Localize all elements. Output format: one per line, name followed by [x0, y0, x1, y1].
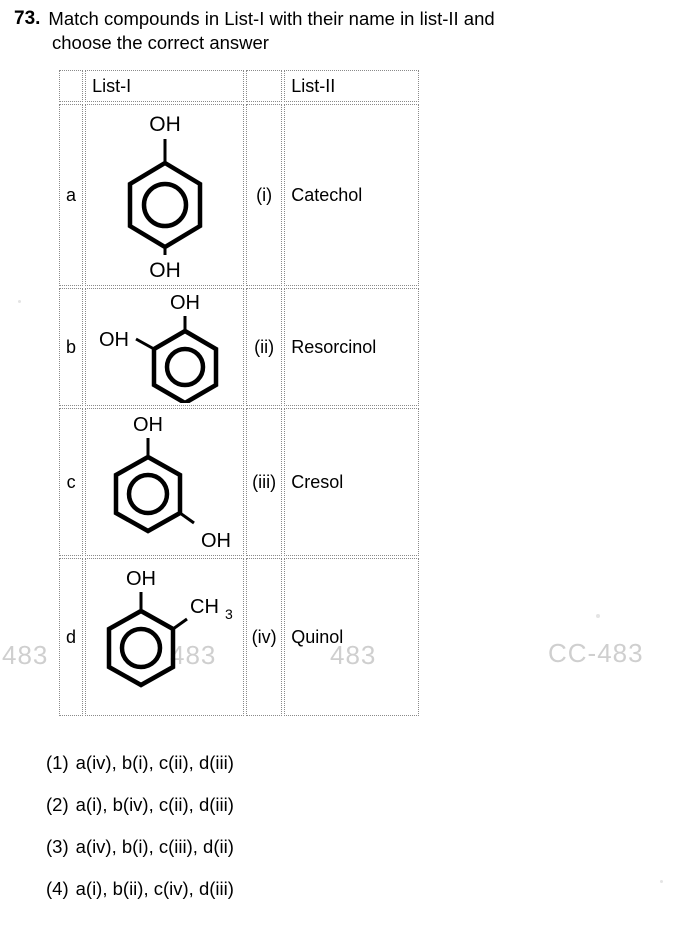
header-cell-blank-roman — [246, 70, 283, 102]
structure-label-oh-left: OH — [99, 329, 129, 351]
scan-speck — [18, 300, 21, 303]
structure-cell-resorcinol: OH OH — [85, 408, 245, 556]
resorcinol-structure-icon: OH OH — [113, 414, 231, 552]
list2-name-resorcinol: Resorcinol — [284, 288, 419, 406]
structure-label-oh-bottom: OH — [149, 259, 181, 281]
header-cell-list-1: List-I — [85, 70, 245, 102]
roman-numeral-ii: (ii) — [246, 288, 283, 406]
structure-label-oh-lower-right: OH — [201, 530, 231, 552]
answer-option-3-number: (3) — [46, 836, 69, 857]
roman-numeral-iii: (iii) — [246, 408, 283, 556]
row-label-a: a — [59, 104, 84, 286]
question-first-line: 73. Match compounds in List-I with their… — [14, 6, 686, 32]
watermark-left: 483 — [2, 640, 49, 670]
answer-option-1-text: a(iv), b(i), c(ii), d(iii) — [75, 752, 234, 773]
catechol-structure-icon: OH OH — [99, 292, 218, 403]
answer-option-3-text: a(iv), b(i), c(iii), d(ii) — [75, 836, 234, 857]
structure-cell-cresol: OH CH 3 — [85, 558, 245, 716]
structure-label-oh-top: OH — [149, 113, 181, 136]
answer-option-2-number: (2) — [46, 794, 69, 815]
ortho-cresol-structure-icon: OH CH 3 — [106, 568, 233, 688]
answer-option-4-text: a(i), b(ii), c(iv), d(iii) — [75, 878, 234, 899]
answer-options: (1) a(iv), b(i), c(ii), d(iii) (2) a(i),… — [46, 752, 466, 920]
table-header-row: List-I List-II — [59, 70, 419, 102]
watermark-right: CC-483 — [548, 638, 644, 668]
answer-option-2-text: a(i), b(iv), c(ii), d(iii) — [75, 794, 234, 815]
structure-label-ch3-subscript: 3 — [225, 606, 233, 622]
question-text-line-2: choose the correct answer — [52, 32, 269, 53]
row-label-c: c — [59, 408, 84, 556]
row-label-d: d — [59, 558, 84, 716]
row-label-b: b — [59, 288, 84, 406]
structure-cell-catechol: OH OH — [85, 288, 245, 406]
answer-option-1-number: (1) — [46, 752, 69, 773]
structure-label-oh-top: OH — [170, 292, 200, 314]
question-block: 73. Match compounds in List-I with their… — [14, 6, 686, 56]
hydroquinone-structure-icon: OH OH — [127, 113, 202, 281]
answer-option-2[interactable]: (2) a(i), b(iv), c(ii), d(iii) — [46, 794, 466, 816]
answer-option-1[interactable]: (1) a(iv), b(i), c(ii), d(iii) — [46, 752, 466, 774]
scan-speck — [660, 880, 663, 883]
list2-name-cresol: Cresol — [284, 408, 419, 556]
table-row: b OH OH — [59, 288, 419, 406]
list2-name-quinol: Quinol — [284, 558, 419, 716]
question-text-line-1: Match compounds in List-I with their nam… — [48, 8, 495, 29]
structure-label-ch3: CH — [190, 596, 219, 618]
table-row: d OH CH — [59, 558, 419, 716]
answer-option-3[interactable]: (3) a(iv), b(i), c(iii), d(ii) — [46, 836, 466, 858]
header-cell-blank-left — [59, 70, 84, 102]
match-table: List-I List-II a OH — [57, 68, 421, 718]
answer-option-4[interactable]: (4) a(i), b(ii), c(iv), d(iii) — [46, 878, 466, 900]
roman-numeral-i: (i) — [246, 104, 283, 286]
structure-label-oh-top: OH — [133, 414, 163, 436]
list2-name-catechol: Catechol — [284, 104, 419, 286]
scan-speck — [596, 614, 600, 618]
answer-option-4-number: (4) — [46, 878, 69, 899]
structure-label-oh-top: OH — [126, 568, 156, 590]
table-row: a OH OH — [59, 104, 419, 286]
question-number: 73. — [14, 8, 41, 29]
roman-numeral-iv: (iv) — [246, 558, 283, 716]
table-row: c OH OH — [59, 408, 419, 556]
header-cell-list-2: List-II — [284, 70, 419, 102]
structure-cell-hydroquinone: OH OH — [85, 104, 245, 286]
